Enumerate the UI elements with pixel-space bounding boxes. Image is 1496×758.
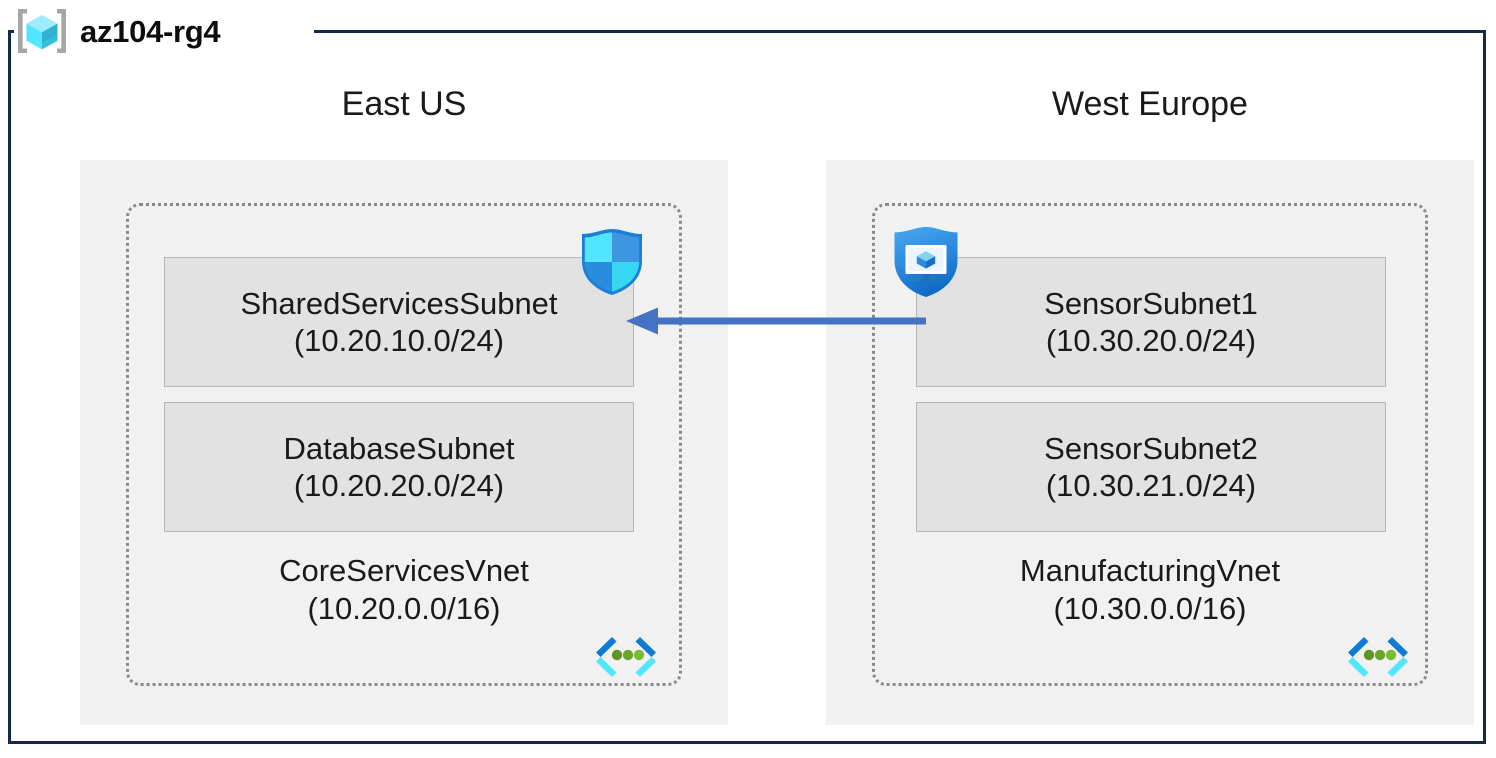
subnet-name-database: DatabaseSubnet xyxy=(283,430,515,466)
subnet-name-sensor-1: SensorSubnet1 xyxy=(1044,285,1258,321)
subnet-cidr-shared-services: (10.20.10.0/24) xyxy=(293,323,505,358)
region-east-us: East US CoreServicesVnet (10.20.0.0/16) … xyxy=(80,85,728,725)
subnet-sensor-2[interactable]: SensorSubnet2 (10.30.21.0/24) xyxy=(916,402,1386,532)
region-west-europe: West Europe ManufacturingVnet (10.30.0.0… xyxy=(826,85,1474,725)
subnet-sensor-1[interactable]: SensorSubnet1 (10.30.20.0/24) xyxy=(916,257,1386,387)
subnet-shared-services[interactable]: SharedServicesSubnet (10.20.10.0/24) xyxy=(164,257,634,387)
vnet-peering-arrow[interactable] xyxy=(620,300,930,342)
vnet-core-services[interactable]: CoreServicesVnet (10.20.0.0/16) xyxy=(126,203,682,686)
vnet-cidr-core-services: (10.20.0.0/16) xyxy=(307,591,501,626)
virtual-network-icon[interactable] xyxy=(1340,631,1416,683)
resource-group-name: az104-rg4 xyxy=(80,13,221,49)
region-label-east-us: East US xyxy=(341,85,467,123)
subnet-name-sensor-2: SensorSubnet2 xyxy=(1044,430,1258,466)
vnet-cidr-manufacturing: (10.30.0.0/16) xyxy=(1053,591,1247,626)
subnet-cidr-database: (10.20.20.0/24) xyxy=(293,468,505,503)
vnet-name-manufacturing: ManufacturingVnet xyxy=(1019,553,1281,588)
vnet-manufacturing[interactable]: ManufacturingVnet (10.30.0.0/16) xyxy=(872,203,1428,686)
virtual-network-icon[interactable] xyxy=(588,631,664,683)
subnet-cidr-sensor-1: (10.30.20.0/24) xyxy=(1045,323,1257,358)
subnet-cidr-sensor-2: (10.30.21.0/24) xyxy=(1045,468,1257,503)
subnet-name-shared-services: SharedServicesSubnet xyxy=(240,285,558,321)
resource-group-header: az104-rg4 xyxy=(14,5,221,57)
network-security-group-shield-icon[interactable] xyxy=(578,225,646,299)
resource-group-frame xyxy=(8,30,1486,744)
vnet-name-core-services: CoreServicesVnet xyxy=(279,553,529,588)
resource-group-cube-icon xyxy=(18,9,66,53)
resource-group-label-gap xyxy=(14,20,314,42)
defender-for-servers-shield-monitor-icon[interactable] xyxy=(890,223,962,301)
subnet-database[interactable]: DatabaseSubnet (10.20.20.0/24) xyxy=(164,402,634,532)
region-label-west-europe: West Europe xyxy=(1052,85,1248,123)
